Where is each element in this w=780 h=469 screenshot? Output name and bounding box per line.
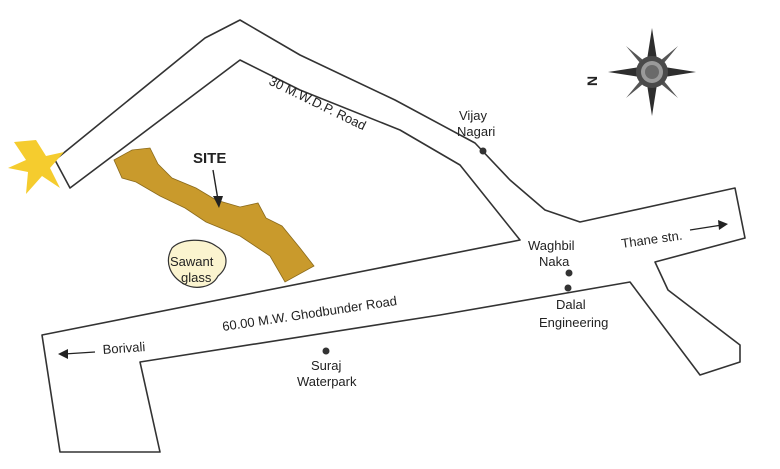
waghbil-naka-label-1: Waghbil [528, 238, 575, 253]
site-label: SITE [193, 150, 226, 167]
dalal-engineering-marker [564, 284, 572, 292]
thane-arrow [689, 224, 723, 231]
suraj-waterpark-label-1: Suraj [311, 358, 341, 373]
dalal-engineering-label-2: Engineering [539, 315, 608, 330]
waghbil-naka-label-2: Naka [539, 254, 570, 269]
star-icon [8, 140, 64, 194]
waghbil-naka-marker [565, 269, 573, 277]
vijay-nagari-label-1: Vijay [459, 108, 487, 123]
thane-arrow-head [718, 220, 728, 230]
borivali-arrow [63, 351, 96, 355]
vijay-nagari-label-2: Nagari [457, 124, 495, 139]
site-parcel [113, 147, 315, 283]
compass-icon [608, 28, 696, 116]
site-arrow [212, 169, 219, 201]
sawant-glass-label-2: glass [181, 270, 212, 285]
north-label: N [584, 76, 600, 86]
borivali-arrow-head [58, 349, 68, 359]
borivali-label: Borivali [102, 339, 146, 357]
sawant-glass-label-1: Sawant [170, 254, 214, 269]
site-arrow-head [213, 196, 223, 208]
suraj-waterpark-label-2: Waterpark [297, 374, 357, 389]
sawant-glass-area [167, 239, 227, 288]
suraj-waterpark-marker [322, 347, 330, 355]
dalal-engineering-label-1: Dalal [556, 297, 586, 312]
mwdp-road [41, 19, 746, 453]
vijay-nagari-marker [479, 147, 487, 155]
